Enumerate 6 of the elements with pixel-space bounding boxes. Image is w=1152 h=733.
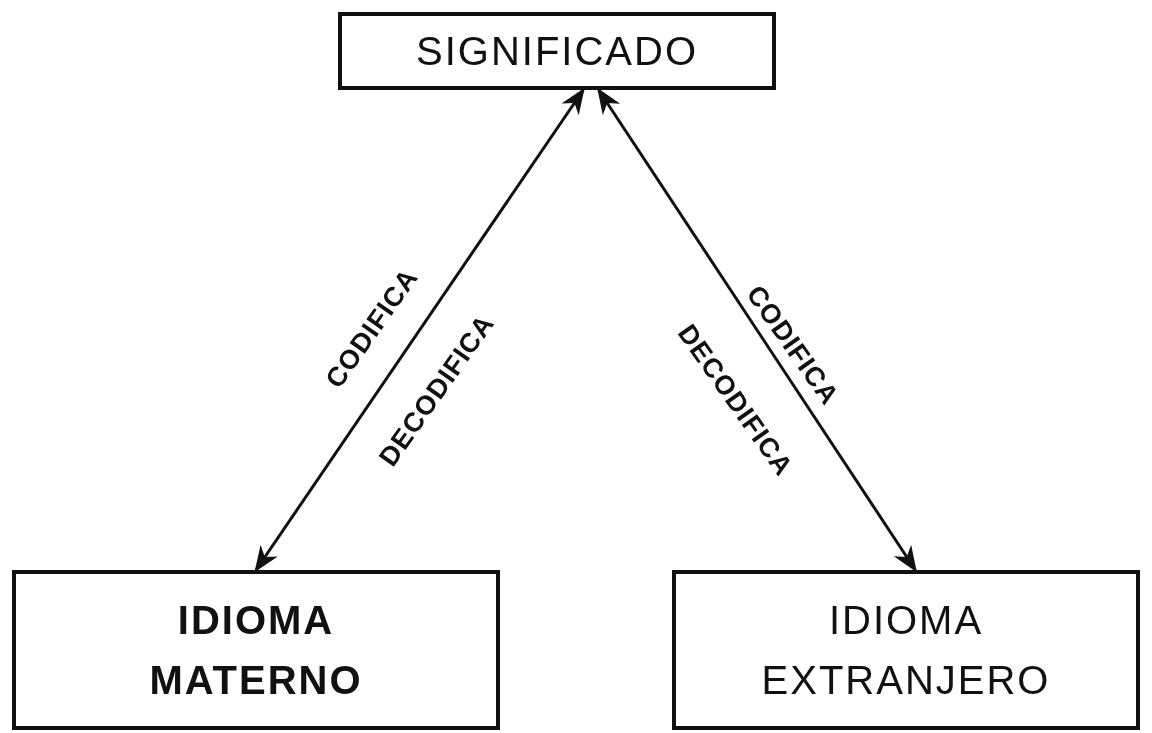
text-box: [12, 570, 500, 730]
box-label: SIGNIFICADO: [416, 28, 698, 75]
text-box: [338, 12, 776, 90]
box-label: IDIOMA EXTRANJERO: [760, 597, 1052, 704]
box-label: IDIOMA MATERNO: [148, 597, 364, 704]
text-box: [672, 570, 1140, 730]
